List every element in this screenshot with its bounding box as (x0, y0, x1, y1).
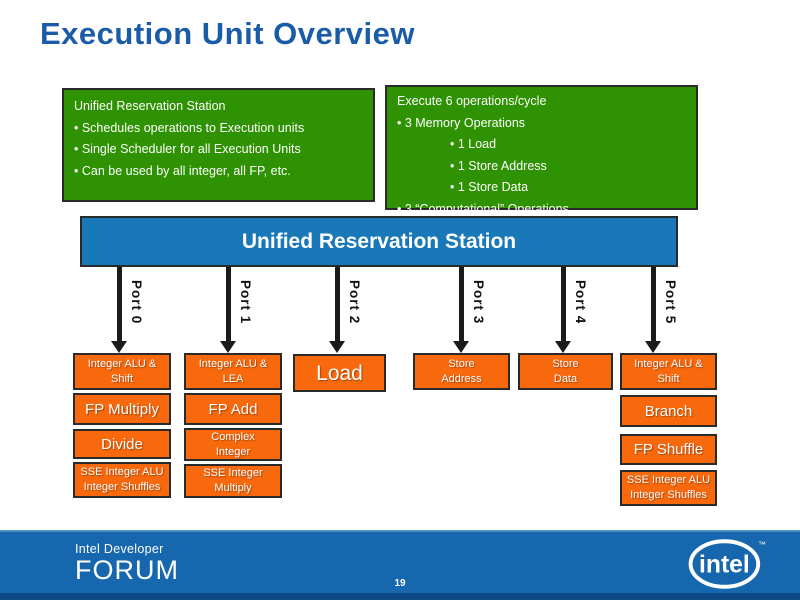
slide-title: Execution Unit Overview (40, 16, 415, 51)
unit-complex-integer: Complex Integer (184, 428, 282, 461)
port4-label: Port 4 (573, 280, 588, 325)
page-number: 19 (394, 578, 406, 589)
unit-line: SSE Integer ALU (80, 466, 164, 478)
info-bullet: • 3 Memory Operations (397, 115, 526, 130)
arrow-shaft (650, 267, 656, 342)
info-bullet: • Single Scheduler for all Execution Uni… (74, 142, 301, 156)
unit-store-address: Store Address (413, 353, 510, 390)
arrow-shaft (560, 267, 566, 342)
info-bullet: • Can be used by all integer, all FP, et… (74, 163, 291, 178)
unit-line: FP Shuffle (633, 441, 704, 458)
intel-logo-text: intel (699, 551, 750, 578)
arrow-shaft (225, 267, 231, 342)
info-bullet: • 1 Store Data (450, 180, 529, 194)
unit-branch: Branch (620, 395, 717, 427)
intel-logo: intel ™ (688, 536, 766, 592)
arrow-shaft (116, 267, 122, 342)
unit-line: Integer ALU & (634, 357, 703, 370)
port3-label: Port 3 (471, 280, 486, 325)
info-heading: Unified Reservation Station (74, 99, 226, 113)
arrow-shaft (458, 267, 464, 342)
port0-arrow (111, 267, 127, 353)
unit-integer-alu-lea: Integer ALU & LEA (184, 353, 282, 390)
unit-line: Integer ALU & (87, 357, 157, 370)
trademark-symbol: ™ (758, 540, 766, 549)
footer-accent-strip (0, 593, 800, 600)
unit-line: LEA (222, 372, 244, 385)
port5-arrow (645, 267, 661, 353)
info-bullet: • Schedules operations to Execution unit… (74, 120, 305, 135)
port1-arrow (220, 267, 236, 353)
unit-line: SSE Integer (203, 467, 263, 479)
unit-sse-integer-multiply: SSE Integer Multiply (184, 464, 282, 498)
port5-label: Port 5 (663, 280, 678, 325)
port0-label: Port 0 (129, 280, 144, 325)
unit-line: FP Multiply (85, 400, 159, 418)
unit-fp-add: FP Add (184, 393, 282, 425)
unit-line: Integer ALU & (198, 357, 268, 370)
info-bullet: • 3 “Computational” Operations (397, 201, 569, 216)
unit-line: Data (553, 372, 578, 385)
unit-line: Integer Shuffles (630, 489, 707, 501)
unit-line: Integer Shuffles (83, 481, 161, 493)
unit-line: SSE Integer ALU (626, 474, 711, 486)
forum-logo-line2: FORUM (75, 555, 179, 585)
unit-sse-integer-alu-shuffles: SSE Integer ALU Integer Shuffles (73, 462, 171, 498)
unit-line: Multiply (214, 482, 252, 494)
footer-bar: Intel Developer FORUM 19 intel ™ (0, 530, 800, 600)
unified-reservation-station-box: Unified Reservation Station (80, 216, 678, 267)
unit-line: Complex (211, 430, 255, 443)
unit-line: Load (316, 361, 363, 385)
unit-line: Address (441, 372, 482, 385)
unit-line: Integer (215, 445, 251, 458)
info-bullet: • 1 Load (450, 137, 497, 151)
arrow-head-icon (220, 341, 236, 353)
unit-fp-shuffle: FP Shuffle (620, 434, 717, 465)
unit-line: Store (448, 357, 475, 370)
reservation-station-info-box: Unified Reservation Station • Schedules … (62, 88, 375, 202)
arrow-head-icon (329, 341, 345, 353)
unit-store-data: Store Data (518, 353, 613, 390)
unit-sse-integer-alu-shuffles-p5: SSE Integer ALU Integer Shuffles (620, 470, 717, 506)
unit-load: Load (293, 354, 386, 392)
unit-integer-alu-shift: Integer ALU & Shift (73, 353, 171, 390)
intel-logo-icon: intel ™ (688, 539, 766, 589)
unit-line: Shift (657, 372, 680, 385)
port2-label: Port 2 (347, 280, 362, 325)
arrow-head-icon (453, 341, 469, 353)
unit-divide: Divide (73, 429, 171, 459)
arrow-head-icon (555, 341, 571, 353)
port2-arrow (329, 267, 345, 353)
arrow-head-icon (645, 341, 661, 353)
unit-integer-alu-shift-p5: Integer ALU & Shift (620, 353, 717, 390)
unit-fp-multiply: FP Multiply (73, 393, 171, 425)
unit-line: Branch (644, 402, 693, 420)
arrow-shaft (334, 267, 340, 342)
unit-line: Store (552, 357, 579, 370)
unit-line: Shift (110, 372, 133, 385)
arrow-head-icon (111, 341, 127, 353)
unit-line: Divide (101, 435, 143, 453)
intel-developer-forum-logo: Intel Developer FORUM (75, 542, 179, 584)
unit-line: FP Add (208, 400, 258, 418)
port4-arrow (555, 267, 571, 353)
forum-logo-line1: Intel Developer (75, 542, 164, 556)
operations-info-box: Execute 6 operations/cycle • 3 Memory Op… (385, 85, 698, 216)
port1-label: Port 1 (238, 280, 253, 325)
info-heading: Execute 6 operations/cycle (397, 94, 547, 108)
port3-arrow (453, 267, 469, 353)
info-bullet: • 1 Store Address (450, 158, 547, 173)
